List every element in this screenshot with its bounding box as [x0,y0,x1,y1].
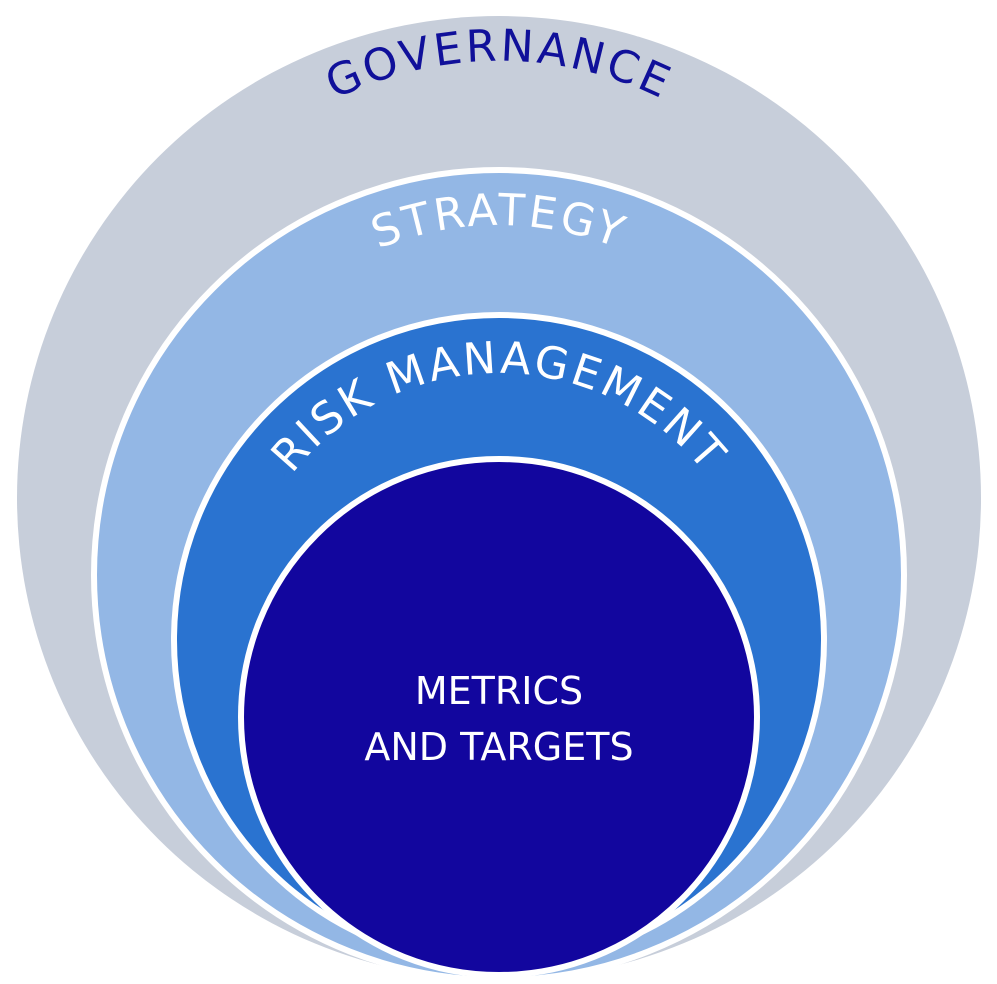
metrics-label-line-2: AND TARGETS [364,725,633,769]
metrics-label-line-1: METRICS [415,669,583,713]
metrics-and-targets-circle [238,456,760,978]
